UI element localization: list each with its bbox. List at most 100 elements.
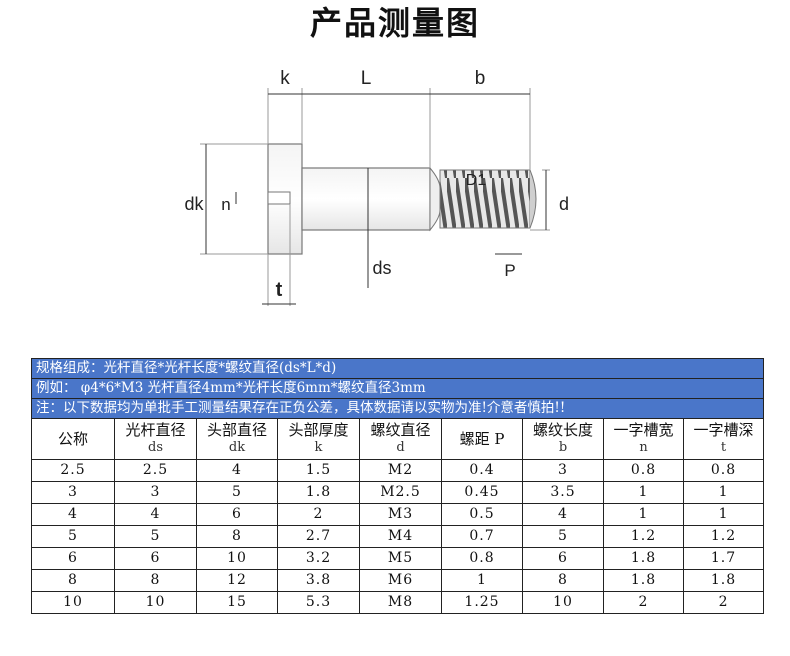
table-cell: M2 (359, 459, 442, 482)
table-cell: M8 (359, 591, 442, 614)
column-header-label: 一字槽深 (693, 421, 754, 439)
table-cell: 6 (114, 547, 197, 570)
column-header-symbol: k (314, 440, 323, 455)
table-cell: M2.5 (359, 481, 442, 504)
table-cell: 10 (522, 591, 604, 614)
table-cell: 1.7 (682, 547, 765, 570)
table-cell: 0.7 (441, 525, 523, 548)
column-header: 公称 (31, 418, 115, 460)
label-d: d (559, 194, 569, 214)
table-cell: 8 (31, 569, 115, 592)
screw-neck (429, 166, 441, 232)
table-cell: 8 (114, 569, 197, 592)
table-cell: 1 (682, 481, 765, 504)
table-cell: 2 (277, 503, 360, 526)
table-cell: 1.8 (277, 481, 360, 504)
table-cell: 5 (31, 525, 115, 548)
table-cell: M4 (359, 525, 442, 548)
note-disclaimer: 注：以下数据均为单批手工测量结果存在正负公差，具体数据请以实物为准!介意者慎拍!… (30, 398, 765, 419)
table-cell: 3 (114, 481, 197, 504)
table-cell: M5 (359, 547, 442, 570)
table-cell: 1.25 (441, 591, 523, 614)
screw-thread (439, 169, 531, 229)
column-header-label: 头部厚度 (288, 421, 349, 439)
column-header-symbol: ds (148, 440, 163, 455)
table-cell: 1.8 (603, 569, 684, 592)
column-header-label: 头部直径 (206, 421, 267, 439)
table-cell: 2.5 (114, 459, 197, 482)
table-cell: 3.5 (522, 481, 604, 504)
table-cell: 1.2 (603, 525, 684, 548)
page-title: 产品测量图 (309, 4, 480, 42)
label-b: b (475, 68, 486, 89)
table-cell: 0.8 (682, 459, 765, 482)
table-cell: 5.3 (277, 591, 360, 614)
label-D1: D1 (466, 172, 487, 189)
table-cell: 0.8 (441, 547, 523, 570)
table-cell: 6 (31, 547, 115, 570)
table-cell: 0.45 (441, 481, 523, 504)
column-header-symbol: n (639, 440, 648, 455)
label-k: k (280, 68, 290, 89)
spec-table: 规格组成：光杆直径*光杆长度*螺纹直径(ds*L*d) 例如： φ4*6*M3 … (30, 358, 765, 614)
table-cell: 1.8 (603, 547, 684, 570)
note-example: 例如： φ4*6*M3 光杆直径4mm*光杆长度6mm*螺纹直径3mm (30, 378, 765, 399)
table-cell: 1 (603, 481, 684, 504)
table-cell: 2.5 (31, 459, 115, 482)
table-cell: 1 (603, 503, 684, 526)
column-header-label: 螺纹长度 (532, 421, 593, 439)
label-dk: dk (184, 194, 204, 214)
label-n: n (221, 195, 230, 214)
label-ds: ds (372, 258, 391, 278)
table-cell: 2.7 (277, 525, 360, 548)
table-cell: 0.5 (441, 503, 523, 526)
note-composition: 规格组成：光杆直径*光杆长度*螺纹直径(ds*L*d) (30, 358, 765, 379)
table-cell: 0.8 (603, 459, 684, 482)
table-cell: 6 (522, 547, 604, 570)
column-header-label: 光杆直径 (125, 421, 186, 439)
table-cell: 5 (114, 525, 197, 548)
table-cell: 10 (114, 591, 197, 614)
table-cell: 5 (196, 481, 278, 504)
column-header-label: 公称 (57, 430, 88, 448)
table-cell: 4 (31, 503, 115, 526)
table-cell: 2 (603, 591, 684, 614)
table-cell: 1.2 (682, 525, 765, 548)
label-L: L (361, 68, 372, 89)
column-header-label: 一字槽宽 (613, 421, 674, 439)
column-header-label: 螺距 P (459, 430, 505, 448)
table-cell: 1 (682, 503, 765, 526)
table-cell: 1.8 (682, 569, 765, 592)
table-cell: 6 (196, 503, 278, 526)
table-cell: 3.2 (277, 547, 360, 570)
column-header-symbol: t (720, 440, 727, 455)
table-cell: 3.8 (277, 569, 360, 592)
label-P: P (504, 261, 515, 280)
table-cell: 8 (196, 525, 278, 548)
head-slot (267, 191, 291, 205)
table-cell: M6 (359, 569, 442, 592)
column-header-symbol: d (396, 440, 405, 455)
column-header: 螺距 P (441, 418, 523, 460)
table-cell: 10 (31, 591, 115, 614)
table-cell: 10 (196, 547, 278, 570)
thread-tip (529, 169, 537, 229)
column-header-symbol: dk (228, 440, 246, 455)
screw-shank (301, 167, 431, 231)
table-cell: M3 (359, 503, 442, 526)
label-t: t (276, 279, 283, 301)
table-cell: 3 (31, 481, 115, 504)
